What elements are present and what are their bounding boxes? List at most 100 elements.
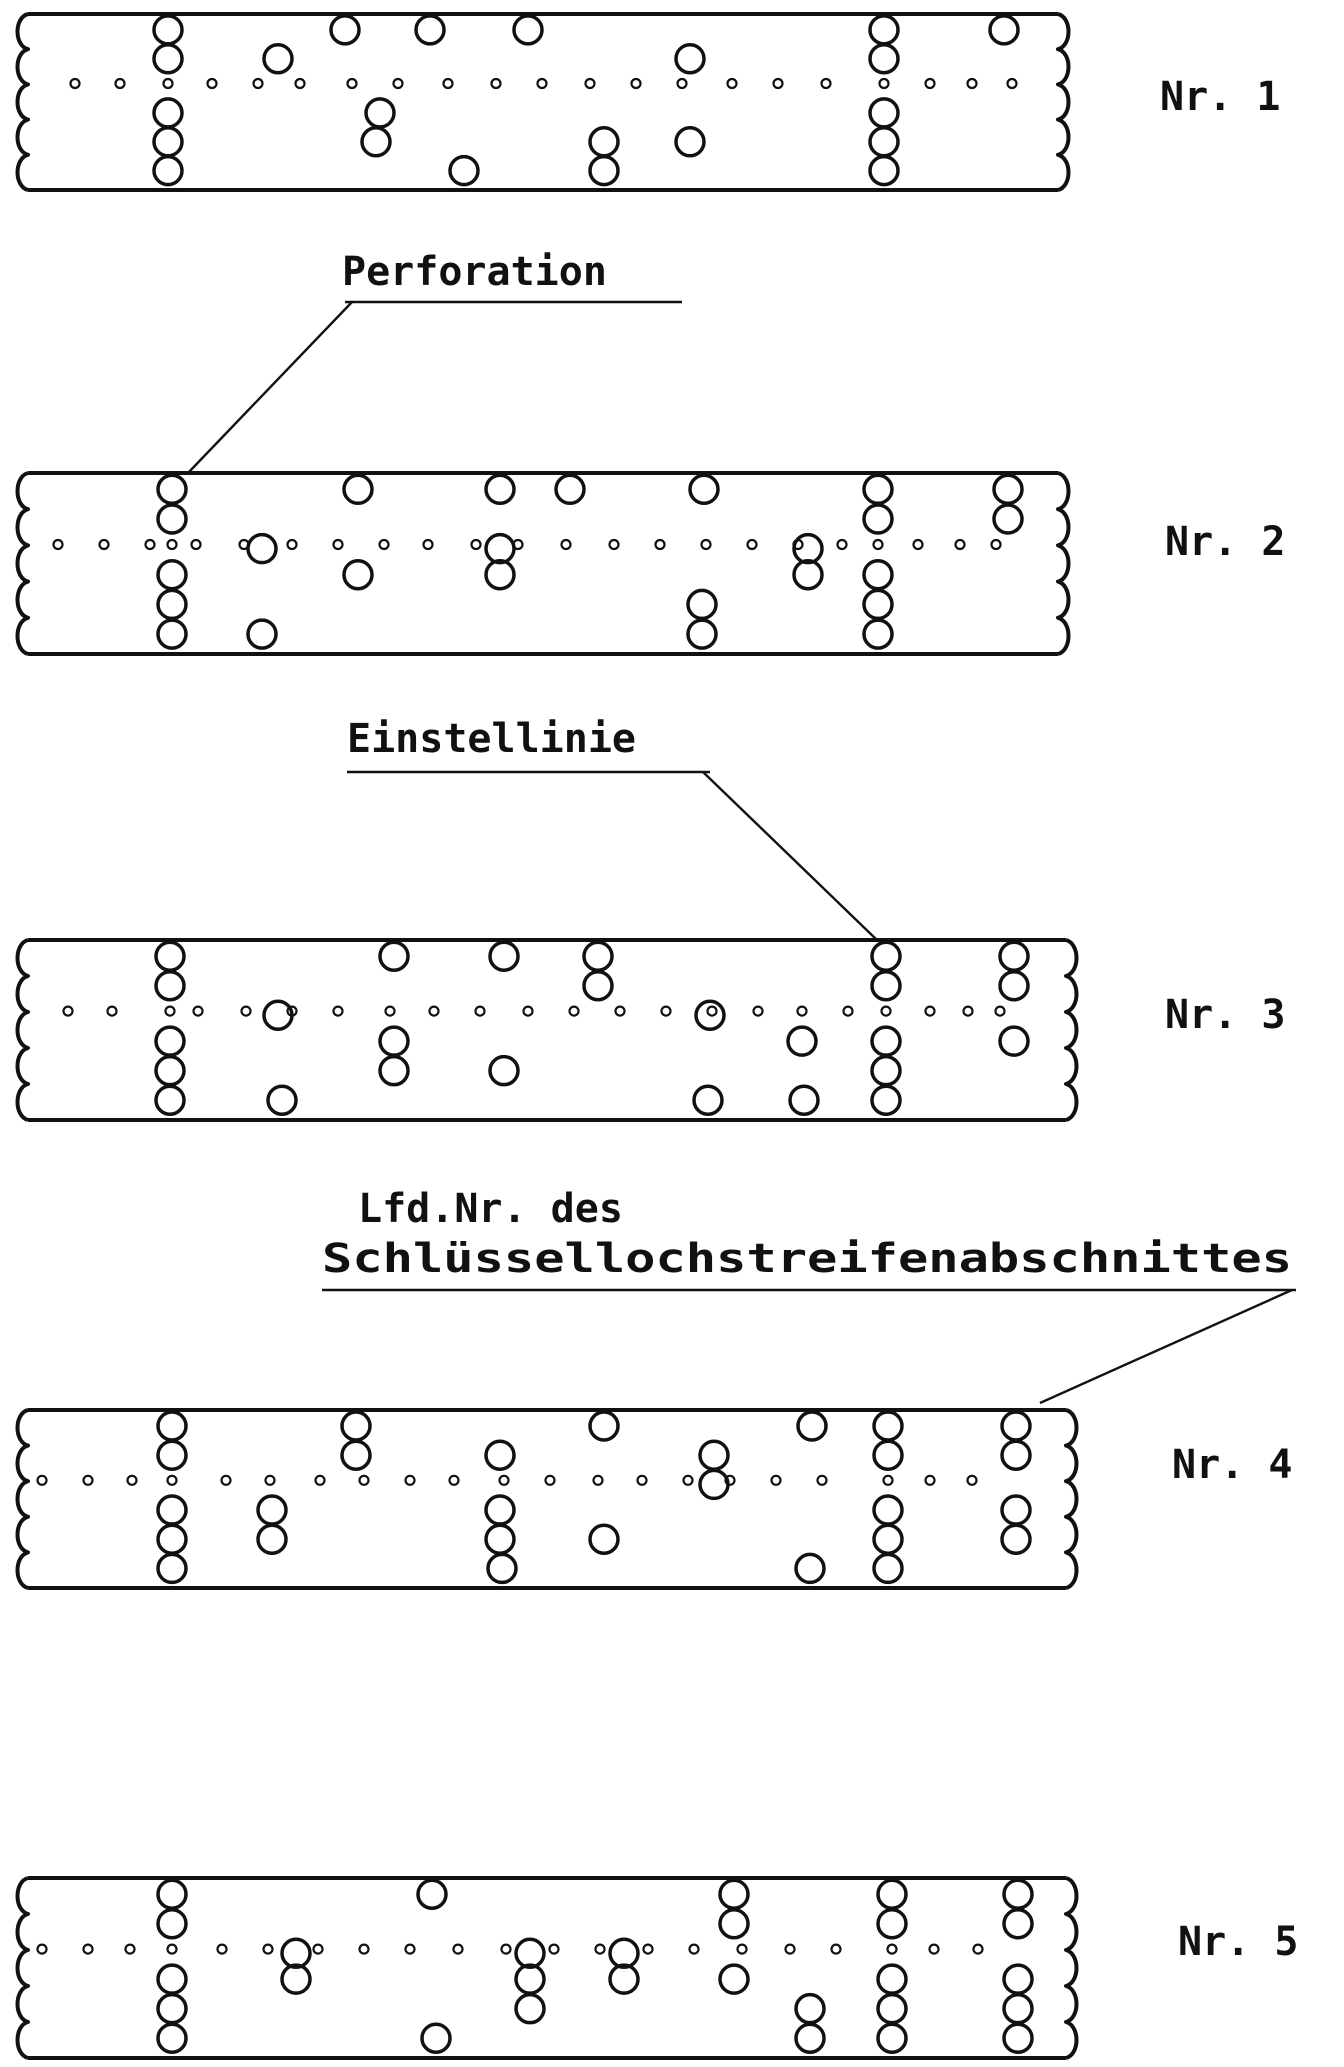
feed-hole [642,1943,654,1955]
strip-edge-right-torn [1056,471,1071,656]
feed-hole [990,538,1002,551]
code-hole [992,503,1024,535]
feed-hole [82,1474,94,1486]
feed-hole [52,538,64,551]
feed-hole [190,538,202,551]
feed-hole [98,538,110,551]
code-hole [266,1084,298,1116]
code-hole [416,1878,448,1910]
feed-hole [536,77,548,90]
feed-hole [796,1005,808,1017]
feed-hole [392,77,404,90]
feed-hole [746,538,758,551]
feed-hole [162,77,174,90]
feed-hole [830,1943,842,1955]
feed-hole [608,538,620,551]
code-hole [698,1468,730,1501]
perforation-hole [876,1878,908,1910]
code-hole [342,473,374,506]
feed-hole [660,1005,672,1017]
strips-layer [15,12,1079,2060]
perforation-hole [156,473,188,506]
code-hole [486,1552,518,1585]
feed-hole [630,77,642,90]
code-hole [420,2022,452,2054]
code-hole [484,532,516,565]
feed-hole [452,1943,464,1955]
strip-edge-right-torn [1064,1408,1079,1590]
feed-hole [842,1005,854,1017]
feed-hole [784,1943,796,1955]
feed-hole [584,77,596,90]
code-hole [448,154,480,187]
perforation-hole [876,2022,908,2054]
feed-hole [164,1005,176,1017]
code-hole [674,126,706,158]
perforation-hole [872,1552,904,1585]
code-hole [998,940,1030,972]
feed-hole [82,1943,94,1955]
code-hole [792,532,824,565]
code-hole [608,1937,640,1969]
perforation-hole [156,1523,188,1555]
perforation-hole [870,969,902,1002]
feed-hole [886,1943,898,1955]
strip-label-3: Nr. 3 [1165,992,1285,1038]
code-hole [588,1523,620,1555]
code-hole [686,588,718,621]
feed-hole [498,1474,510,1486]
feed-hole [144,538,156,551]
feed-hole [954,538,966,551]
perforation-hole [1002,1992,1034,2025]
annotation-einstellinie: Einstellinie [347,716,636,762]
code-hole [694,999,726,1031]
feed-hole [294,77,306,90]
perforation-hole [872,1439,904,1471]
annotation-lfd-leader [1039,1288,1293,1405]
code-hole [280,1963,312,1995]
perforation-hole [1000,1494,1032,1526]
strip-edge-left-torn [15,471,30,656]
feed-hole [726,77,738,90]
feed-hole [770,1474,782,1486]
code-hole [992,473,1024,506]
perforation-hole [870,1084,902,1116]
strip-label-5: Nr. 5 [1178,1919,1298,1965]
feed-hole [252,77,264,90]
perforation-hole [1002,1963,1034,1995]
feed-hole [816,1474,828,1486]
code-hole [582,940,614,972]
perforation-hole [154,940,186,972]
feed-hole [216,1943,228,1955]
feed-hole [378,538,390,551]
perforation-hole [1002,2022,1034,2054]
feed-hole [126,1474,138,1486]
perforation-hole [876,1907,908,1940]
perforation-hole [154,1084,186,1116]
code-hole [988,14,1020,46]
code-hole [484,1439,516,1471]
perforation-hole [1002,1907,1034,1940]
feed-hole [106,1005,118,1017]
feed-hole [490,77,502,90]
code-hole [792,558,824,591]
perforation-hole [868,126,900,158]
feed-hole [166,538,178,551]
feed-hole [286,538,298,551]
feed-hole [594,1943,606,1955]
perforation-hole [870,1025,902,1057]
feed-hole [384,1005,396,1017]
code-hole [484,1523,516,1555]
code-hole [256,1494,288,1526]
feed-hole [36,1943,48,1955]
feed-hole [220,1474,232,1486]
perforation-hole [876,1963,908,1995]
feed-hole [500,1943,512,1955]
code-hole [262,999,294,1031]
perforation-hole [156,1878,188,1910]
code-hole [360,126,392,158]
annotation-einstellinie-leader [702,771,878,941]
perforation-hole [152,154,184,187]
code-hole [329,14,361,46]
perforation-hole [156,1992,188,2025]
